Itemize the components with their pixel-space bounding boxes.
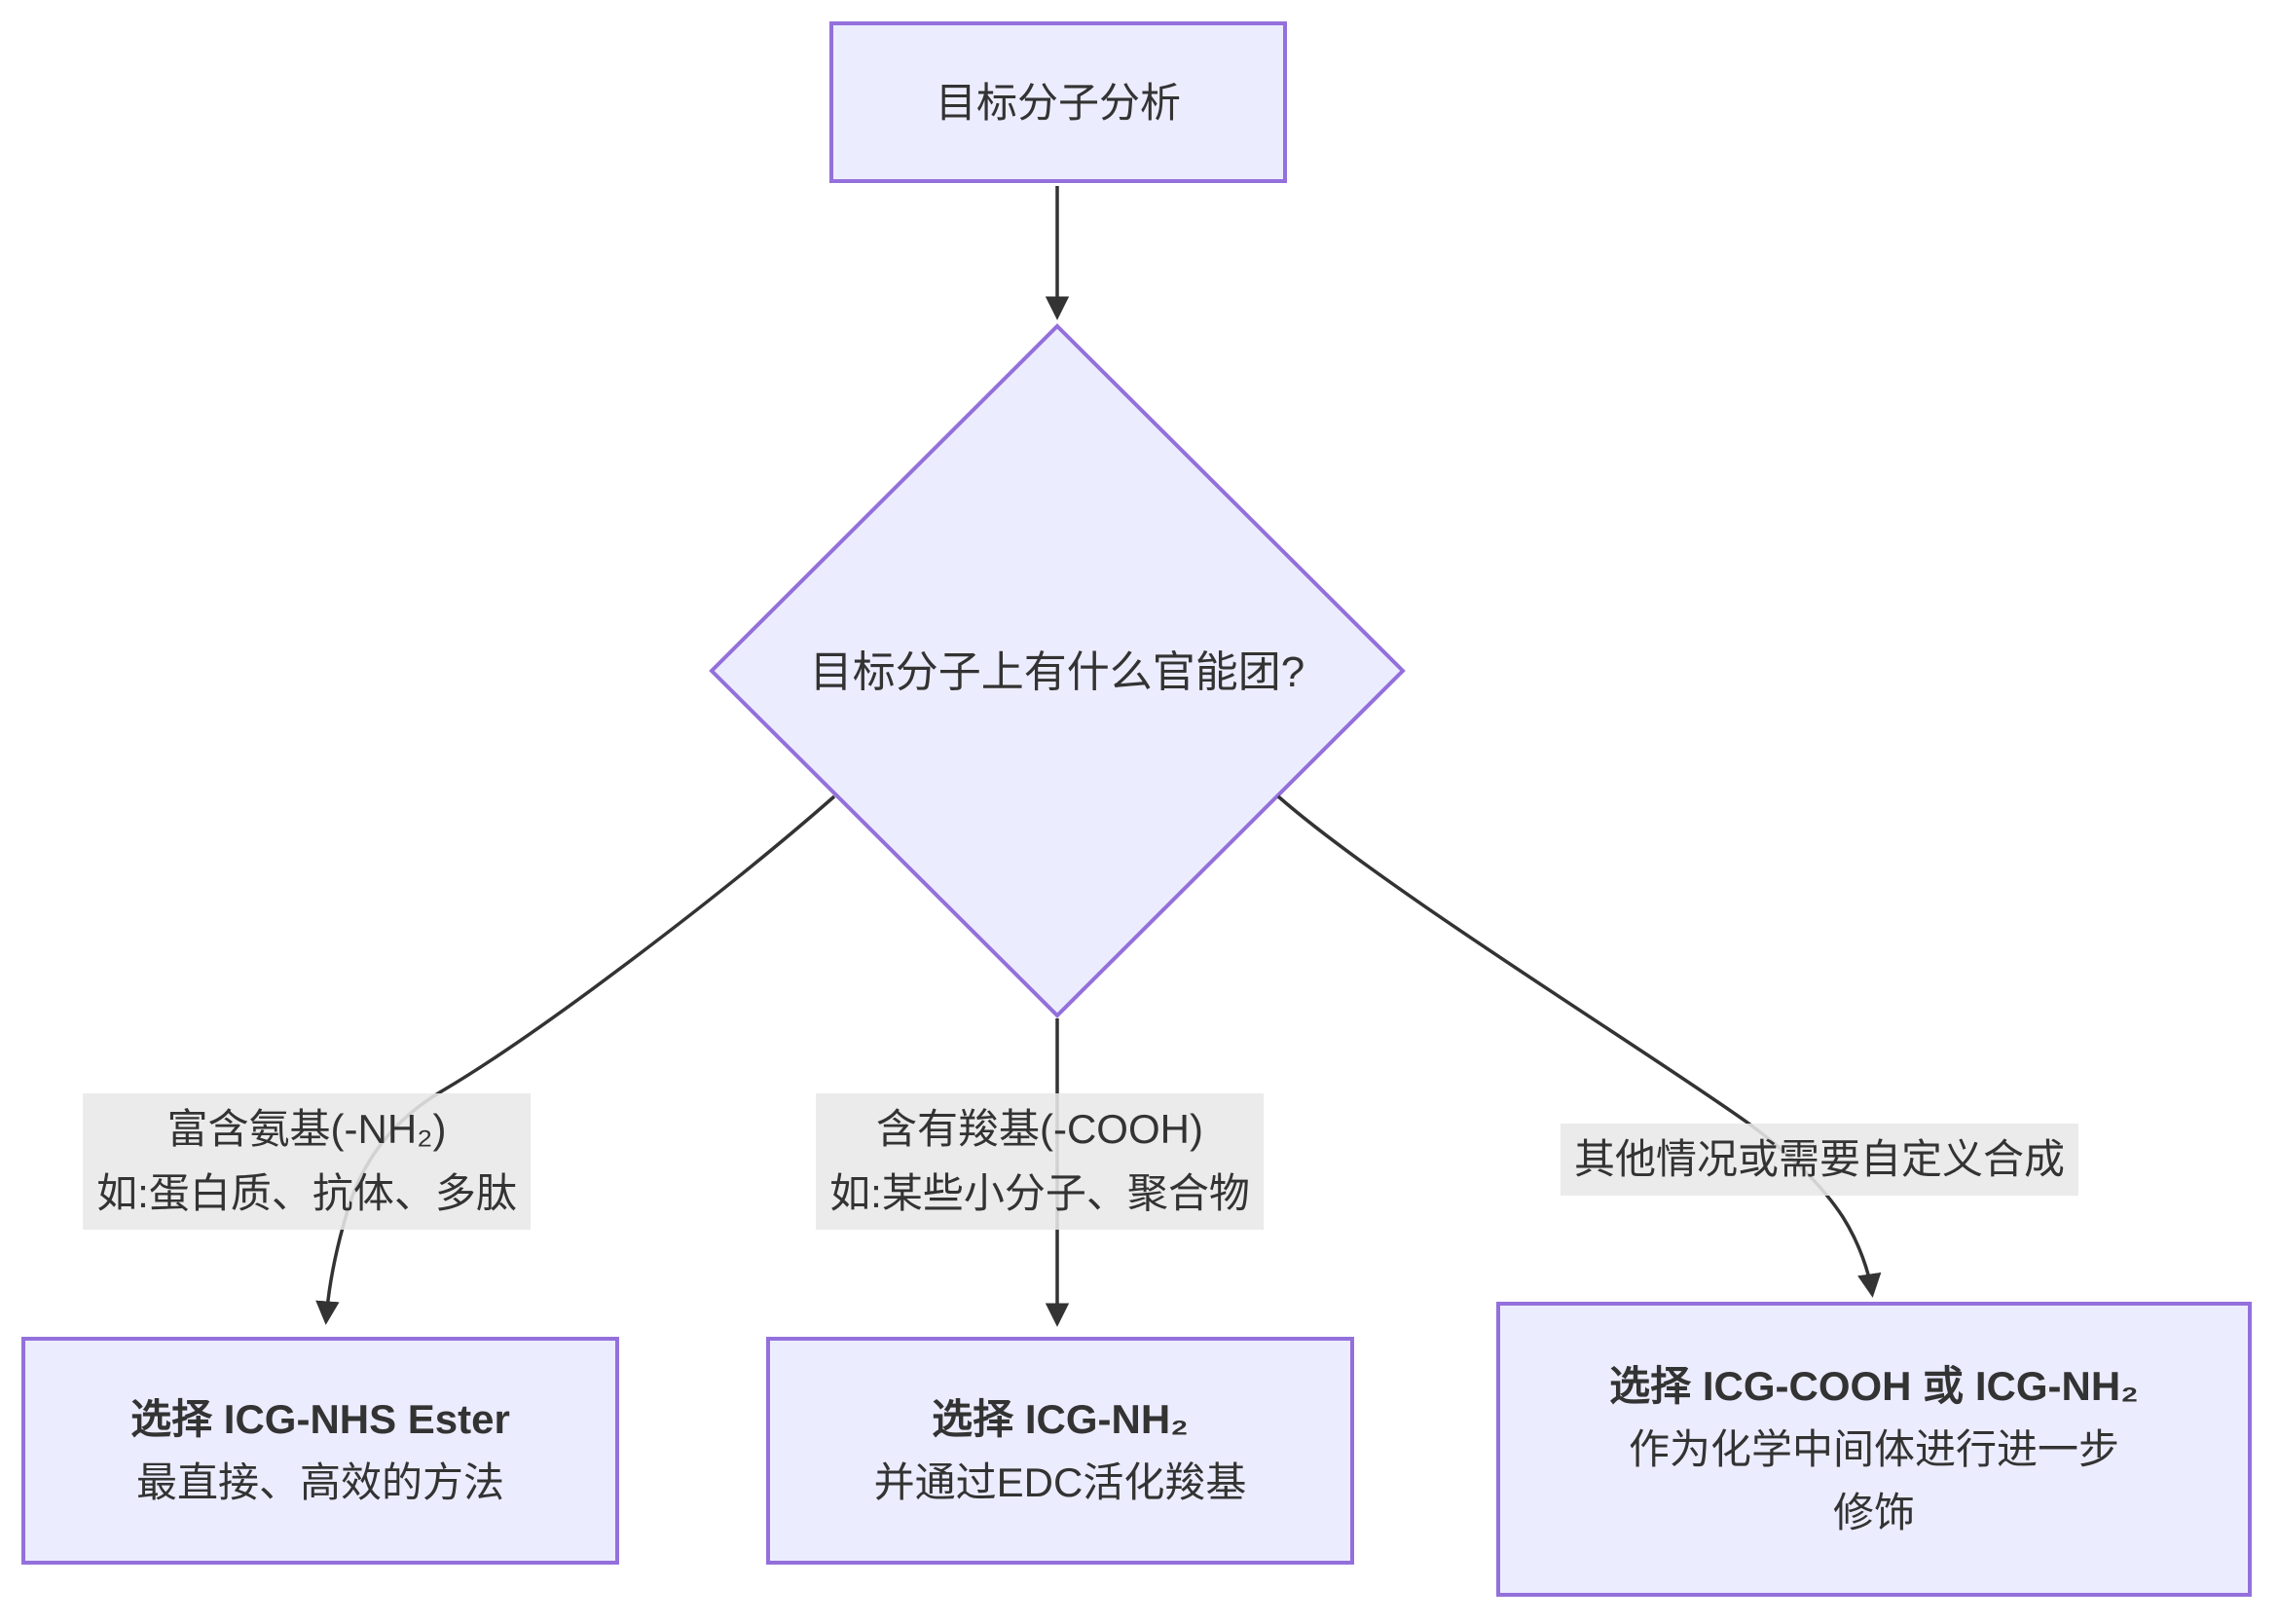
edge-decision-to-custom [1276,794,1882,1298]
icg-nh2-node: 选择 ICG-NH₂ 并通过EDC活化羧基 [766,1337,1354,1565]
icg-nh2-node-line2: 并通过EDC活化羧基 [873,1459,1247,1505]
edge-label-other: 其他情况或需要自定义合成 [1560,1124,2079,1196]
start-node-label: 目标分子分析 [935,79,1181,126]
edge-label-carboxyl: 含有羧基(-COOH) 如:某些小分子、聚合物 [816,1093,1264,1230]
custom-node-line3: 修饰 [1832,1490,1915,1535]
edge-label-amine-line1: 富含氨基(-NH₂) [166,1106,447,1152]
edge-decision-to-nhs-ester [315,794,836,1325]
decision-diamond-shape [709,323,1406,1018]
custom-node-line1: 选择 ICG-COOH 或 ICG-NH₂ [1609,1363,2139,1409]
edge-label-amine-line2: 如:蛋白质、抗体、多肽 [96,1170,517,1216]
start-node: 目标分子分析 [829,21,1287,183]
nhs-ester-node-line1: 选择 ICG-NHS Ester [130,1396,510,1442]
edge-label-carboxyl-line2: 如:某些小分子、聚合物 [829,1170,1250,1216]
custom-node: 选择 ICG-COOH 或 ICG-NH₂ 作为化学中间体进行进一步 修饰 [1496,1302,2252,1597]
icg-nh2-node-line1: 选择 ICG-NH₂ [932,1396,1189,1442]
nhs-ester-node: 选择 ICG-NHS Ester 最直接、高效的方法 [21,1337,619,1565]
nhs-ester-node-line2: 最直接、高效的方法 [135,1459,504,1505]
decision-node-label: 目标分子上有什么官能团? [809,648,1305,696]
custom-node-line2: 作为化学中间体进行进一步 [1628,1426,2119,1472]
edge-label-other-line1: 其他情况或需要自定义合成 [1573,1136,2066,1182]
edge-label-amine: 富含氨基(-NH₂) 如:蛋白质、抗体、多肽 [83,1093,531,1230]
edge-label-carboxyl-line1: 含有羧基(-COOH) [876,1106,1203,1152]
